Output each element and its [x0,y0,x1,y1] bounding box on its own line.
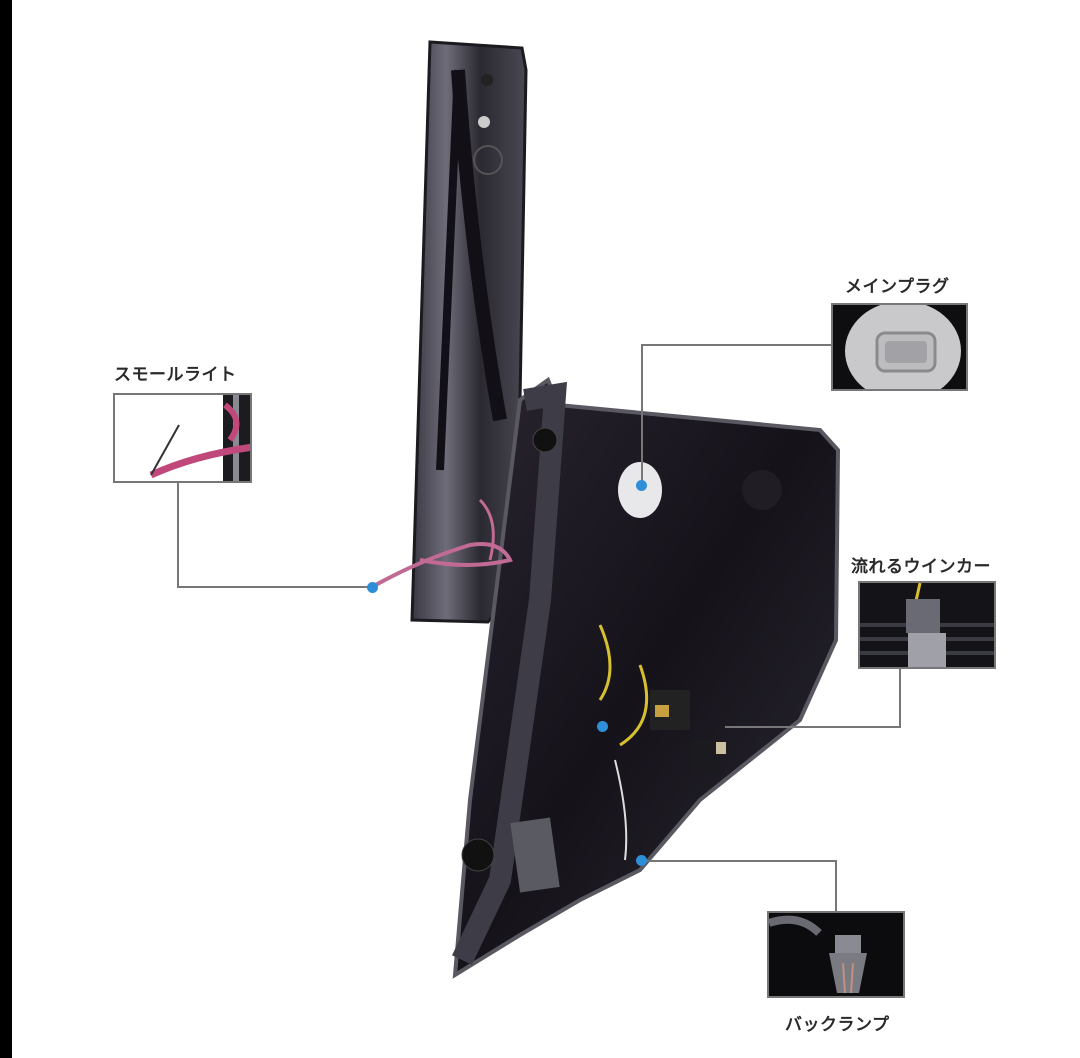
callout-dot-back-lamp[interactable] [636,855,647,866]
callout-line-small-light [177,483,179,587]
callout-dot-small-light[interactable] [367,582,378,593]
thumbnail-small-light [113,393,252,483]
thumbnail-sequential-turn-signal [858,581,996,669]
callout-dot-sequential-turn-signal[interactable] [597,721,608,732]
turn-signal-bulb-icon [860,583,994,667]
left-edge-bar [0,0,12,1058]
callout-line-back-lamp-h [642,860,837,862]
thumbnail-back-lamp [767,911,905,998]
callout-label-small-light: スモールライト [114,365,237,385]
callout-line-sequential-turn-signal-h [725,726,901,728]
callout-line-sequential-turn-signal-v [899,669,901,727]
connector-plug-icon [845,305,961,389]
callout-line-back-lamp-v [835,860,837,912]
callout-label-sequential-turn-signal: 流れるウインカー [851,557,991,577]
reverse-bulb-icon [769,915,867,994]
callout-line-small-light-h [177,586,373,588]
pink-wire-icon [149,395,250,481]
thumbnail-main-plug [831,303,968,391]
callout-label-back-lamp: バックランプ [785,1015,890,1035]
callout-line-main-plug-v [641,344,643,484]
callout-label-main-plug: メインプラグ [845,277,950,297]
callout-line-main-plug-h [641,344,832,346]
callout-dot-main-plug[interactable] [636,480,647,491]
